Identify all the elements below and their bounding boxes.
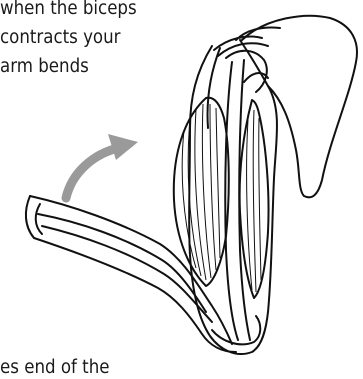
- arm-diagram: [0, 0, 363, 367]
- biceps-muscle: [174, 98, 229, 286]
- shoulder-joint: [226, 51, 268, 92]
- triceps-muscle: [240, 100, 269, 298]
- bend-arrow: [66, 134, 138, 198]
- inner-arm-line: [208, 48, 221, 128]
- bottom-text: es end of the: [0, 357, 140, 379]
- wrist: [26, 196, 42, 238]
